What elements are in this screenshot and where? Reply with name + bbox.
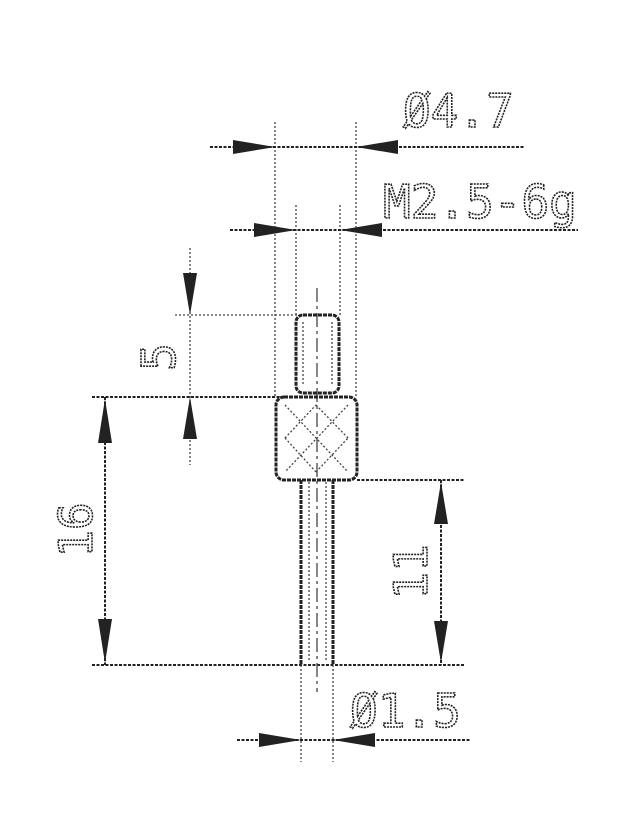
thread-length-label: 5 <box>132 343 186 371</box>
knurled-body <box>274 395 359 482</box>
thread-part <box>294 313 341 395</box>
dimension-thread-length: 5 <box>131 248 197 465</box>
dimension-stem-diameter: Ø1.5 <box>237 683 470 747</box>
extension-lines <box>92 122 465 762</box>
thread-label: M2.5-6g <box>383 175 577 229</box>
head-diameter-label: Ø4.7 <box>403 84 514 138</box>
dimension-head-diameter: Ø4.7 <box>210 83 525 154</box>
dimension-stem-length: 11 <box>383 480 448 665</box>
stem-length-label: 11 <box>384 544 438 599</box>
stem <box>299 480 335 665</box>
total-length-label: 16 <box>49 502 103 557</box>
dimension-thread: M2.5-6g <box>230 174 578 237</box>
stem-diameter-label: Ø1.5 <box>350 684 461 738</box>
dimension-total-length: 16 <box>48 397 112 665</box>
